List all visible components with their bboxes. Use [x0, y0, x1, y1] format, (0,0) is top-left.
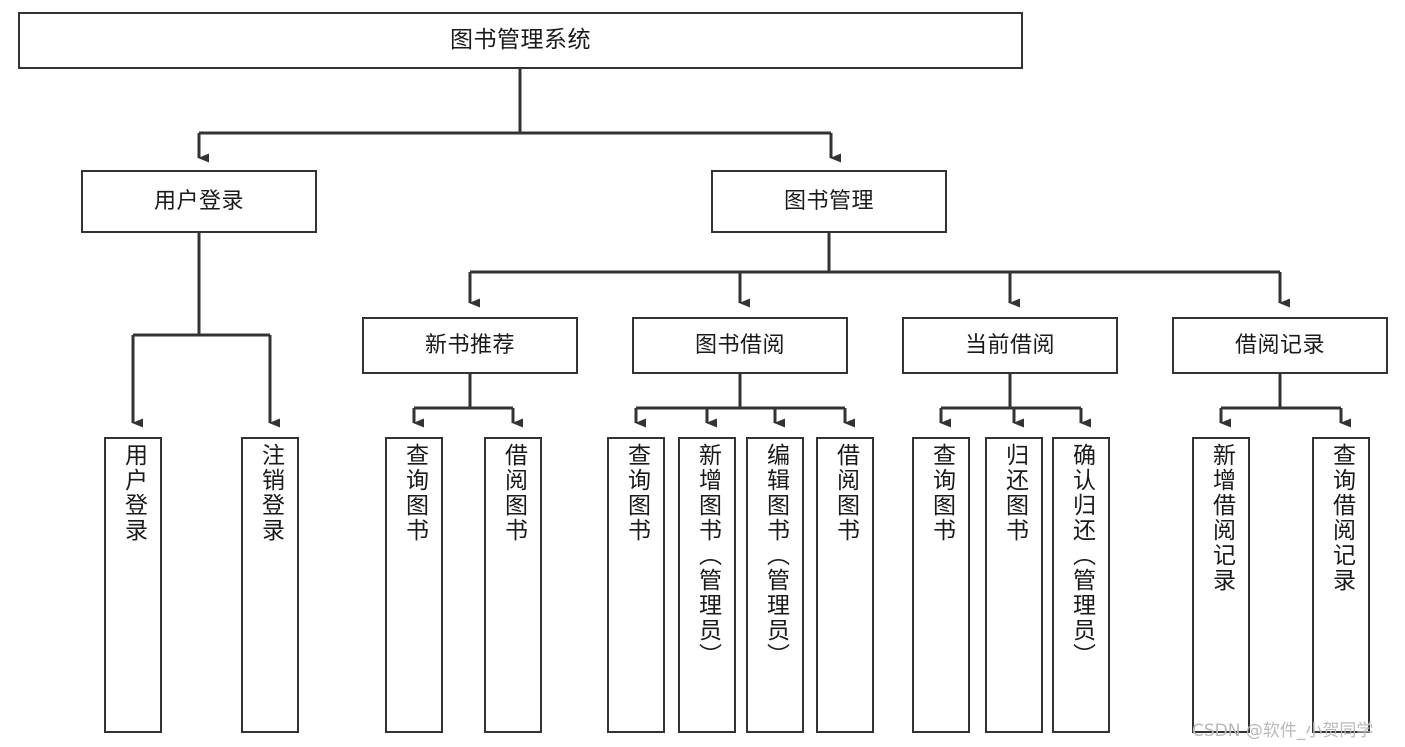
edge-bookborrow-to-leaves — [634, 374, 855, 428]
leaf-logout-label: 注销登录 — [257, 443, 284, 543]
leaf-add-book-label: 新增图书（管理员） — [694, 443, 721, 668]
node-book-borrow[interactable]: 图书借阅 — [632, 317, 848, 374]
leaf-query-book-recommend-label: 查询图书 — [401, 443, 428, 543]
leaf-borrow-book-recommend-label: 借阅图书 — [500, 443, 527, 543]
leaf-return-book-label: 归还图书 — [1001, 443, 1028, 543]
node-user-login-label: 用户登录 — [153, 188, 244, 214]
node-user-login[interactable]: 用户登录 — [81, 170, 317, 233]
node-book-management[interactable]: 图书管理 — [711, 170, 947, 233]
node-new-book-recommend[interactable]: 新书推荐 — [362, 317, 578, 374]
leaf-add-borrow-record-label: 新增借阅记录 — [1208, 443, 1235, 593]
leaf-edit-book-label: 编辑图书（管理员） — [762, 443, 789, 668]
node-new-book-recommend-label: 新书推荐 — [424, 332, 515, 358]
leaf-query-book-recommend[interactable]: 查询图书 — [385, 437, 443, 733]
node-borrow-record-label: 借阅记录 — [1234, 332, 1325, 358]
leaf-logout[interactable]: 注销登录 — [241, 437, 299, 733]
leaf-edit-book[interactable]: 编辑图书（管理员） — [746, 437, 804, 733]
leaf-borrow-book-label: 借阅图书 — [832, 443, 859, 543]
leaf-add-borrow-record[interactable]: 新增借阅记录 — [1192, 437, 1250, 733]
node-root[interactable]: 图书管理系统 — [18, 12, 1023, 69]
edge-userlogin-to-leaves — [131, 233, 280, 428]
leaf-query-borrow-record-label: 查询借阅记录 — [1328, 443, 1355, 593]
leaf-query-book-borrow-label: 查询图书 — [623, 443, 650, 543]
leaf-query-book-current[interactable]: 查询图书 — [912, 437, 970, 733]
watermark-text: CSDN @软件_小贺同学 — [1192, 721, 1374, 741]
leaf-confirm-return[interactable]: 确认归还（管理员） — [1052, 437, 1110, 733]
node-root-label: 图书管理系统 — [450, 26, 591, 53]
leaf-user-login[interactable]: 用户登录 — [104, 437, 162, 733]
node-book-management-label: 图书管理 — [783, 188, 874, 214]
leaf-borrow-book-recommend[interactable]: 借阅图书 — [484, 437, 542, 733]
node-current-borrow-label: 当前借阅 — [964, 332, 1055, 358]
leaf-query-borrow-record[interactable]: 查询借阅记录 — [1312, 437, 1370, 733]
leaf-borrow-book[interactable]: 借阅图书 — [816, 437, 874, 733]
edge-root-to-level2 — [197, 69, 841, 163]
leaf-add-book[interactable]: 新增图书（管理员） — [678, 437, 736, 733]
edge-borrowrecord-to-leaves — [1219, 374, 1351, 428]
node-current-borrow[interactable]: 当前借阅 — [902, 317, 1118, 374]
leaf-user-login-label: 用户登录 — [120, 443, 147, 543]
leaf-confirm-return-label: 确认归还（管理员） — [1068, 443, 1095, 668]
leaf-query-book-borrow[interactable]: 查询图书 — [607, 437, 665, 733]
edge-newbook-to-leaves — [412, 374, 523, 428]
leaf-query-book-current-label: 查询图书 — [928, 443, 955, 543]
node-borrow-record[interactable]: 借阅记录 — [1172, 317, 1388, 374]
node-book-borrow-label: 图书借阅 — [694, 332, 785, 358]
leaf-return-book[interactable]: 归还图书 — [985, 437, 1043, 733]
edge-bookmgmt-to-level3 — [468, 233, 1290, 308]
edge-currentborrow-to-leaves — [939, 374, 1091, 428]
